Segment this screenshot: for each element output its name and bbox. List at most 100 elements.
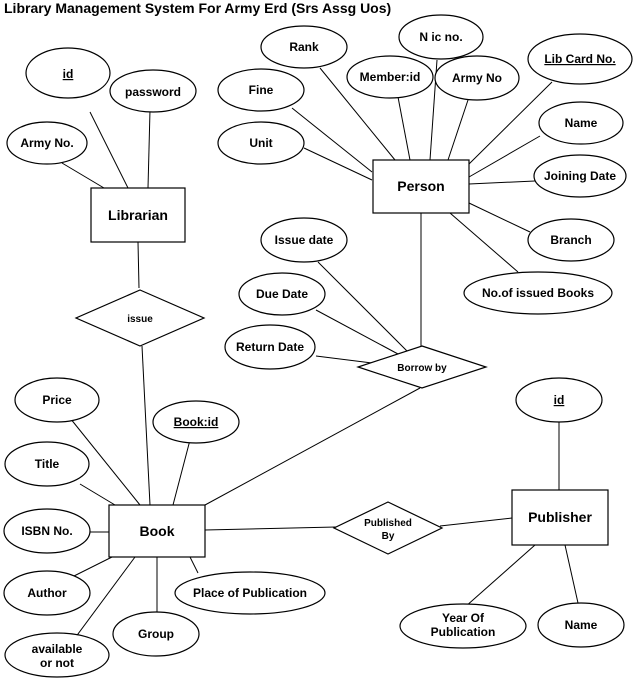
attr-person-name: Name xyxy=(538,101,624,145)
attr-librarian-id-label: id xyxy=(63,67,74,81)
attr-price: Price xyxy=(14,377,100,423)
entity-publisher-label: Publisher xyxy=(528,509,592,525)
line-librarian-id xyxy=(89,111,129,189)
relationship-borrow-by: Borrow by xyxy=(356,345,488,389)
attr-return-date: Return Date xyxy=(224,324,316,370)
attr-available-line1: available xyxy=(32,642,83,656)
attr-issue-date-label: Issue date xyxy=(275,233,334,247)
attr-publisher-name: Name xyxy=(537,602,625,648)
attr-year-of-publication-line2: Publication xyxy=(431,625,496,639)
attr-unit-label: Unit xyxy=(249,136,272,150)
attr-title-label: Title xyxy=(35,457,60,471)
entity-book-label: Book xyxy=(140,523,175,539)
line-librarian-armyno xyxy=(61,162,105,189)
attr-lib-card-no: Lib Card No. xyxy=(527,33,633,85)
attr-isbn-no-label: ISBN No. xyxy=(21,524,72,538)
line-issue-book xyxy=(141,345,151,506)
entity-person-label: Person xyxy=(397,178,444,194)
line-borrow-book xyxy=(204,387,421,506)
relationship-issue: issue xyxy=(74,289,206,347)
attr-author: Author xyxy=(3,570,91,616)
line-book-price xyxy=(69,417,141,506)
line-borrow-duedate xyxy=(315,309,399,355)
attr-joining-date: Joining Date xyxy=(533,154,627,198)
attr-branch-label: Branch xyxy=(550,233,591,247)
attr-fine-label: Fine xyxy=(249,83,274,97)
line-publisher-name xyxy=(564,544,579,604)
attr-publisher-id: id xyxy=(515,377,603,423)
line-librarian-issue xyxy=(137,241,140,289)
attr-author-label: Author xyxy=(27,586,67,600)
line-person-unit xyxy=(303,147,373,181)
entity-person: Person xyxy=(372,159,470,214)
attr-available: available or not xyxy=(4,632,110,678)
attr-person-army-no-label: Army No xyxy=(452,71,502,85)
attr-no-issued-books: No.of issued Books xyxy=(463,271,613,315)
attr-publisher-name-label: Name xyxy=(565,618,598,632)
line-book-bookid xyxy=(172,439,191,506)
attr-member-id-label: Member:id xyxy=(360,70,421,84)
attr-book-id: Book:id xyxy=(152,400,240,444)
line-person-rank xyxy=(319,67,396,161)
attr-group: Group xyxy=(112,611,200,657)
line-book-available xyxy=(74,556,136,639)
attr-rank: Rank xyxy=(260,25,348,69)
attr-available-line2: or not xyxy=(40,656,74,670)
line-person-memberid xyxy=(397,96,411,161)
attr-year-of-publication: Year Of Publication xyxy=(399,603,527,649)
relationship-published-by-line2: By xyxy=(382,531,395,542)
attr-joining-date-label: Joining Date xyxy=(544,169,616,183)
line-borrow-returndate xyxy=(315,355,373,364)
relationship-issue-label: issue xyxy=(127,314,153,325)
line-person-issued xyxy=(449,212,519,273)
attr-isbn-no: ISBN No. xyxy=(3,508,91,554)
line-book-publishedby xyxy=(204,526,337,531)
attr-no-issued-books-label: No.of issued Books xyxy=(482,286,594,300)
entity-librarian-label: Librarian xyxy=(108,207,168,223)
attr-issue-date: Issue date xyxy=(260,217,348,263)
line-borrow-issuedate xyxy=(317,261,409,353)
diagram-title: Library Management System For Army Erd (… xyxy=(4,0,391,16)
attr-password-label: password xyxy=(125,85,181,99)
line-person-name xyxy=(468,135,541,178)
attr-place-of-publication-label: Place of Publication xyxy=(193,586,307,600)
attr-librarian-army-no-label: Army No. xyxy=(20,136,73,150)
entity-librarian: Librarian xyxy=(90,187,186,243)
line-book-title xyxy=(79,483,116,506)
attr-group-label: Group xyxy=(138,627,174,641)
attr-rank-label: Rank xyxy=(289,40,319,54)
line-person-branch xyxy=(468,202,531,233)
attr-due-date: Due Date xyxy=(238,272,326,316)
attr-member-id: Member:id xyxy=(346,55,434,99)
line-librarian-password xyxy=(147,109,151,189)
attr-due-date-label: Due Date xyxy=(256,287,308,301)
attr-person-name-label: Name xyxy=(565,116,598,130)
attr-unit: Unit xyxy=(217,121,305,165)
line-person-armyno xyxy=(447,99,469,161)
attr-publisher-id-label: id xyxy=(554,393,565,407)
line-publishedby-publisher xyxy=(439,517,513,527)
relationship-borrow-by-label: Borrow by xyxy=(397,363,447,374)
attr-year-of-publication-line1: Year Of xyxy=(442,611,485,625)
attr-librarian-id: id xyxy=(25,47,111,99)
line-book-author xyxy=(69,556,113,579)
attr-password: password xyxy=(109,69,197,113)
line-person-fine xyxy=(291,107,373,173)
line-person-joining xyxy=(468,180,536,185)
connector-lines xyxy=(61,59,579,639)
relationship-published-by-line1: Published xyxy=(364,518,412,529)
entity-book: Book xyxy=(108,504,206,558)
attr-nic-no-label: N ic no. xyxy=(419,30,462,44)
line-publisher-year xyxy=(464,544,536,608)
attr-place-of-publication: Place of Publication xyxy=(174,571,326,615)
line-book-place xyxy=(189,556,199,574)
line-person-libcard xyxy=(467,81,553,166)
attr-fine: Fine xyxy=(217,68,305,112)
attr-branch: Branch xyxy=(527,218,615,262)
attr-person-army-no: Army No xyxy=(434,55,520,101)
attr-return-date-label: Return Date xyxy=(236,340,304,354)
attr-book-id-label: Book:id xyxy=(174,415,219,429)
entity-publisher: Publisher xyxy=(511,489,609,546)
attr-lib-card-no-label: Lib Card No. xyxy=(544,52,615,66)
